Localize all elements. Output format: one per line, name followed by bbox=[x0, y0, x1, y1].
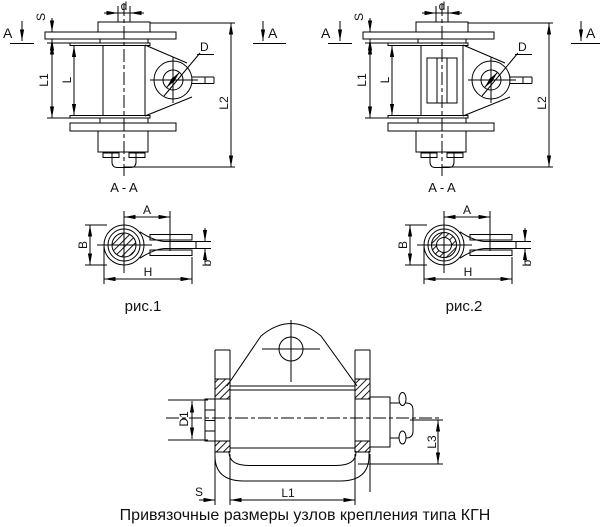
dim-label-d: d bbox=[121, 0, 128, 13]
pin-cylinder bbox=[166, 389, 440, 449]
dim-s-l1 bbox=[199, 454, 371, 505]
dim-label-h: H bbox=[464, 265, 473, 279]
dim-label-l1: L1 bbox=[37, 73, 51, 87]
body-slot bbox=[426, 57, 458, 104]
dim-label-l1: L1 bbox=[355, 73, 369, 87]
left-nut bbox=[204, 398, 216, 442]
fig1-caption: рис.1 bbox=[125, 298, 162, 315]
section-view-right: d S A A L1 L D L2 A - A bbox=[321, 0, 600, 195]
dim-label-b-small: b bbox=[520, 259, 534, 266]
dim-label-d1: D1 bbox=[177, 411, 191, 427]
dim-label-b-cap: B bbox=[76, 241, 90, 249]
section-letter-right: A bbox=[586, 25, 596, 41]
fig1-eyelet-view: A B H b рис.1 bbox=[76, 203, 214, 315]
fig2-eyelet-view: A B H b рис.2 bbox=[396, 203, 534, 315]
dim-label-a: A bbox=[463, 203, 471, 217]
bottom-assembly-view: S L1 D1 L3 bbox=[166, 320, 443, 505]
top-bracket bbox=[226, 320, 358, 387]
dim-label-l1: L1 bbox=[281, 486, 295, 500]
dim-label-l2: L2 bbox=[535, 96, 549, 110]
section-letter-left: A bbox=[3, 25, 13, 41]
fig2-caption: рис.2 bbox=[446, 298, 483, 315]
dim-label-s: S bbox=[195, 485, 203, 499]
section-letter-right: A bbox=[268, 25, 278, 41]
dim-l3 bbox=[358, 419, 443, 465]
dim-label-d: d bbox=[439, 0, 446, 13]
dim-label-l: L bbox=[378, 76, 392, 83]
dim-label-s: S bbox=[352, 13, 366, 21]
dim-label-diameter: D bbox=[200, 40, 209, 54]
section-title: A - A bbox=[110, 180, 138, 195]
section-title: A - A bbox=[428, 180, 456, 195]
dim-label-b-cap: B bbox=[396, 241, 410, 249]
dim-label-l2: L2 bbox=[217, 96, 231, 110]
dim-label-a: A bbox=[143, 203, 151, 217]
dim-d1 bbox=[168, 399, 208, 441]
section-letter-left: A bbox=[321, 25, 331, 41]
dim-label-l: L bbox=[60, 76, 74, 83]
dim-label-h: H bbox=[144, 265, 153, 279]
section-view-left: d S A A L1 L D L2 A - A bbox=[3, 0, 286, 195]
drawing-caption: Привязочные размеры узлов крепления типа… bbox=[120, 507, 491, 524]
dim-label-s: S bbox=[34, 13, 48, 21]
dim-label-l3: L3 bbox=[425, 435, 439, 449]
dim-label-b-small: b bbox=[200, 259, 214, 266]
dim-label-diameter: D bbox=[518, 40, 527, 54]
